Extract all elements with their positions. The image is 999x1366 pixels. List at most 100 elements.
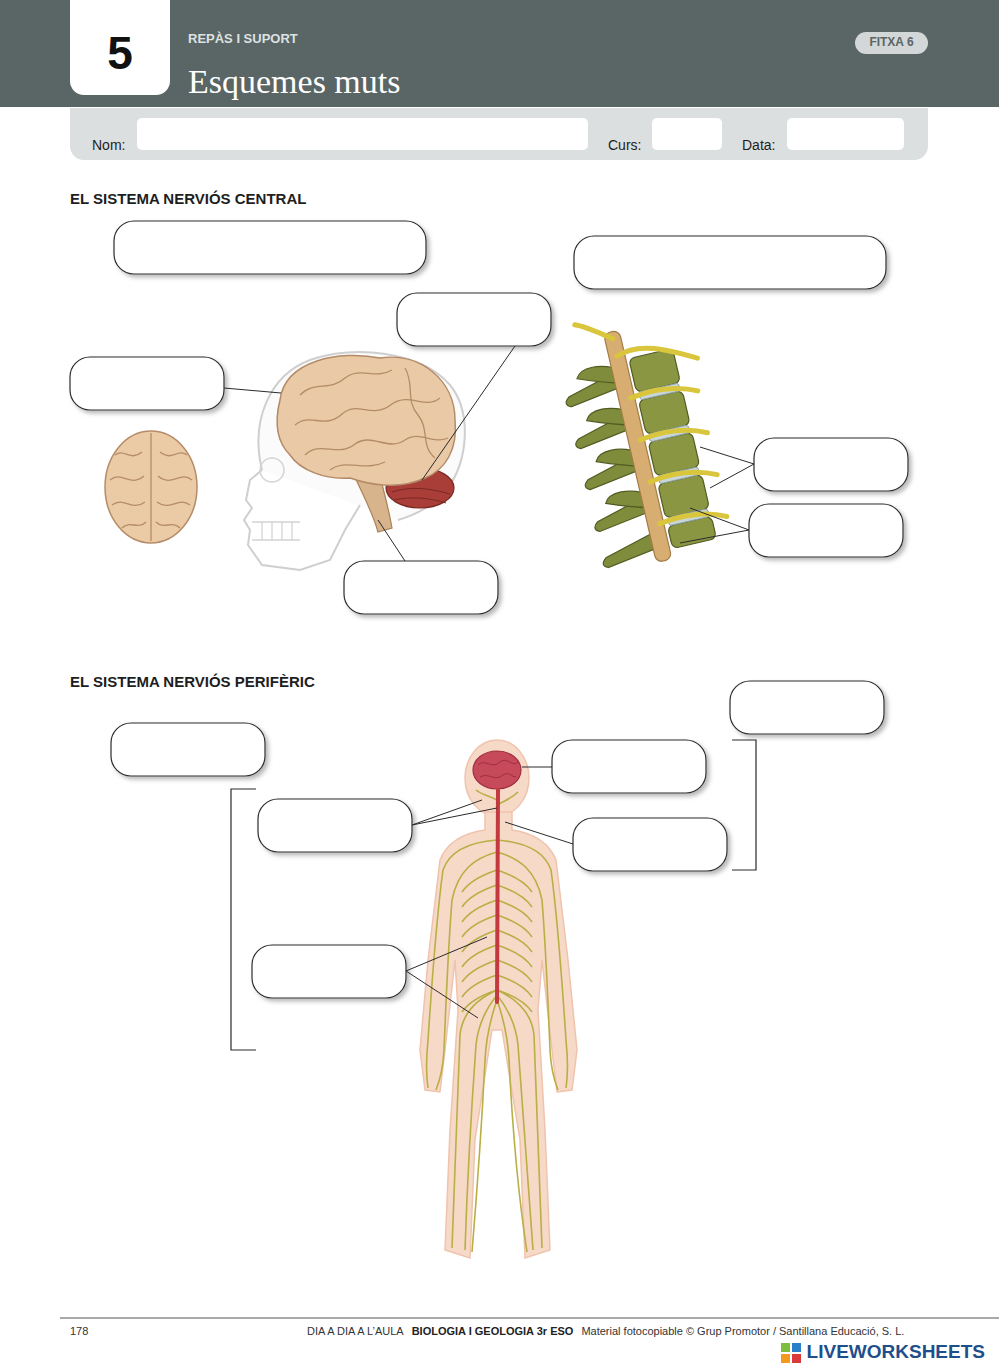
brain [473,751,521,789]
node-text: 5 [107,27,133,80]
midline [150,433,151,541]
answer-field [137,118,588,150]
gyrus [300,370,392,395]
leader-line [505,822,573,844]
spinal-nerve [462,960,497,982]
brain-gyri [110,433,192,541]
brain-top-view [105,431,197,543]
blank-box [749,504,903,557]
bracket [231,789,256,1050]
blank-box [70,357,224,410]
blank-box [730,681,884,734]
spinal-cord [497,790,498,1002]
cerebellum-folds [392,488,450,503]
spinal-nerve [650,465,718,490]
icon-square [781,1354,790,1363]
blank-box [114,221,426,274]
spinal-nerves [575,300,734,541]
spinal-nerve [640,423,708,448]
blank-box [754,438,908,491]
field-label: Nom: [92,137,125,153]
footer-rule [60,1318,999,1319]
gyrus [157,502,190,505]
human-body [420,740,577,1258]
blank-box [111,723,265,776]
gyrus [295,398,440,425]
spinal-cord [603,330,671,563]
spinal-nerve [497,975,532,997]
field-label: Data: [742,137,775,153]
spinal-nerve [575,317,613,346]
spinal-nerve [659,507,727,532]
spinal-nerve [497,945,532,967]
header-bar [0,0,999,107]
spinal-nerve [497,885,532,907]
brain-gyri [295,368,448,470]
answer-field [787,118,904,150]
head-side-view [244,352,465,570]
blank-box [552,740,706,793]
gyrus [122,522,146,528]
watermark-icon [781,1343,801,1363]
gyrus [110,476,144,480]
teeth [252,522,300,540]
sheet-number-tab: 5 [70,0,170,95]
spinous-process [599,532,659,568]
sulcus [405,368,435,458]
leg-nerve [497,995,533,1250]
brain-gyri [478,760,518,777]
leader-line [700,447,754,464]
leader-line [710,464,754,488]
bracket [732,740,756,870]
cranial-nerve [497,792,518,805]
spinal-nerve [462,915,497,937]
page-number: 178 [70,1325,88,1338]
spinal-nerve [497,900,532,922]
spinal-segment [549,300,740,575]
node-text: FITXA 6 [869,36,913,50]
blank-box [397,293,551,346]
footer-series: DIA A DIA A L’AULA [307,1325,404,1338]
spinal-nerve [462,870,497,892]
peripheral-nerves [427,790,568,1252]
spinal-nerve [462,945,497,967]
eye-orbit [260,458,284,482]
spinal-nerve [630,381,698,406]
leader-line [412,800,482,825]
skull-cranium [259,352,465,520]
gyrus [330,462,385,470]
student-data-band: Nom: Curs: Data: [70,108,928,160]
skull-face [244,470,360,570]
leader-line [690,508,749,530]
blank-box [574,236,886,289]
footer-copyright: Material fotocopiable © Grup Promotor / … [581,1325,904,1338]
spinal-nerve [462,900,497,922]
sheet-code-pill: FITXA 6 [855,32,928,54]
spinal-nerve [462,930,497,952]
field-label: Curs: [608,137,641,153]
arm-nerve [497,852,558,1090]
blank-box [252,945,406,998]
leader-line [406,937,487,971]
leader-line [378,520,405,561]
section-heading: EL SISTEMA NERVIÓS CENTRAL [70,190,306,207]
spinal-nerve [497,960,532,982]
answer-field [652,118,722,150]
brain-outline [105,431,197,543]
leader-line [422,346,515,480]
spinal-nerve [462,975,497,997]
series-kicker: REPÀS I SUPORT [188,32,298,47]
page-title: Esquemes muts [188,62,400,101]
cranial-nerve [476,790,497,800]
spinal-nerve [616,336,697,376]
icon-square [792,1343,801,1352]
leg-nerve [452,990,497,1248]
leader-line [522,767,552,768]
leader-line [224,388,281,393]
icon-square [792,1354,801,1363]
leg-nerve [497,990,542,1248]
blank-box [573,818,727,871]
blank-box [344,561,498,614]
section-heading: EL SISTEMA NERVIÓS PERIFÈRIC [70,673,315,690]
